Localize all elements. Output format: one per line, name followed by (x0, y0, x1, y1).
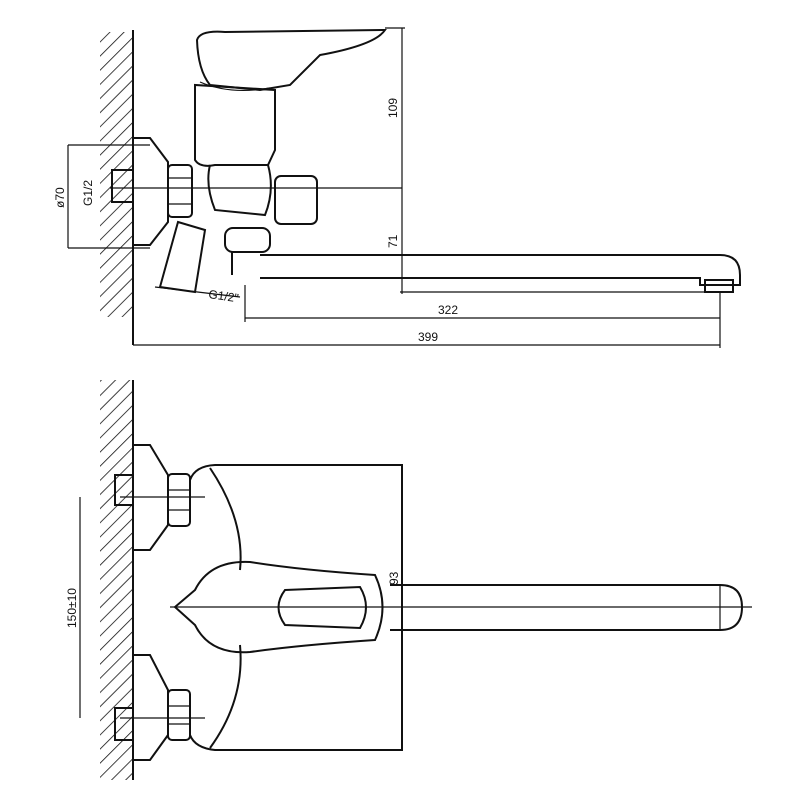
thread-wall-label: G1/2 (81, 180, 95, 206)
dim-322: 322 (438, 303, 458, 317)
dim-109: 109 (386, 98, 400, 118)
dim-centers: 150±10 (65, 588, 79, 628)
dim-399: 399 (418, 330, 438, 344)
diverter-cap (274, 175, 318, 225)
thread-outlet-label: G1/2" (208, 287, 240, 305)
spout-swivel-nut (224, 227, 271, 253)
valve-housing (207, 164, 272, 217)
upper-nut (167, 473, 191, 527)
side-elevation-view: 109 71 322 399 ø70 G1/2 G1/2" (53, 27, 741, 348)
dim-71: 71 (386, 234, 400, 248)
outlet-pipe (158, 220, 207, 294)
wall-inlet (111, 169, 134, 203)
wall-hatching (100, 380, 133, 780)
spout (231, 252, 741, 286)
lever-handle (195, 28, 387, 92)
hex-nut (167, 164, 193, 218)
lower-nut (167, 689, 191, 741)
handle-slot (277, 585, 367, 630)
wall-flange (133, 137, 169, 246)
front-elevation-view: 150±10 93 (65, 380, 752, 780)
dim-93: 93 (387, 571, 401, 585)
lower-flange (133, 654, 169, 761)
mixer-body (194, 83, 276, 167)
dim-flange-diameter: ø70 (53, 187, 67, 208)
wall-hatching (100, 32, 133, 317)
